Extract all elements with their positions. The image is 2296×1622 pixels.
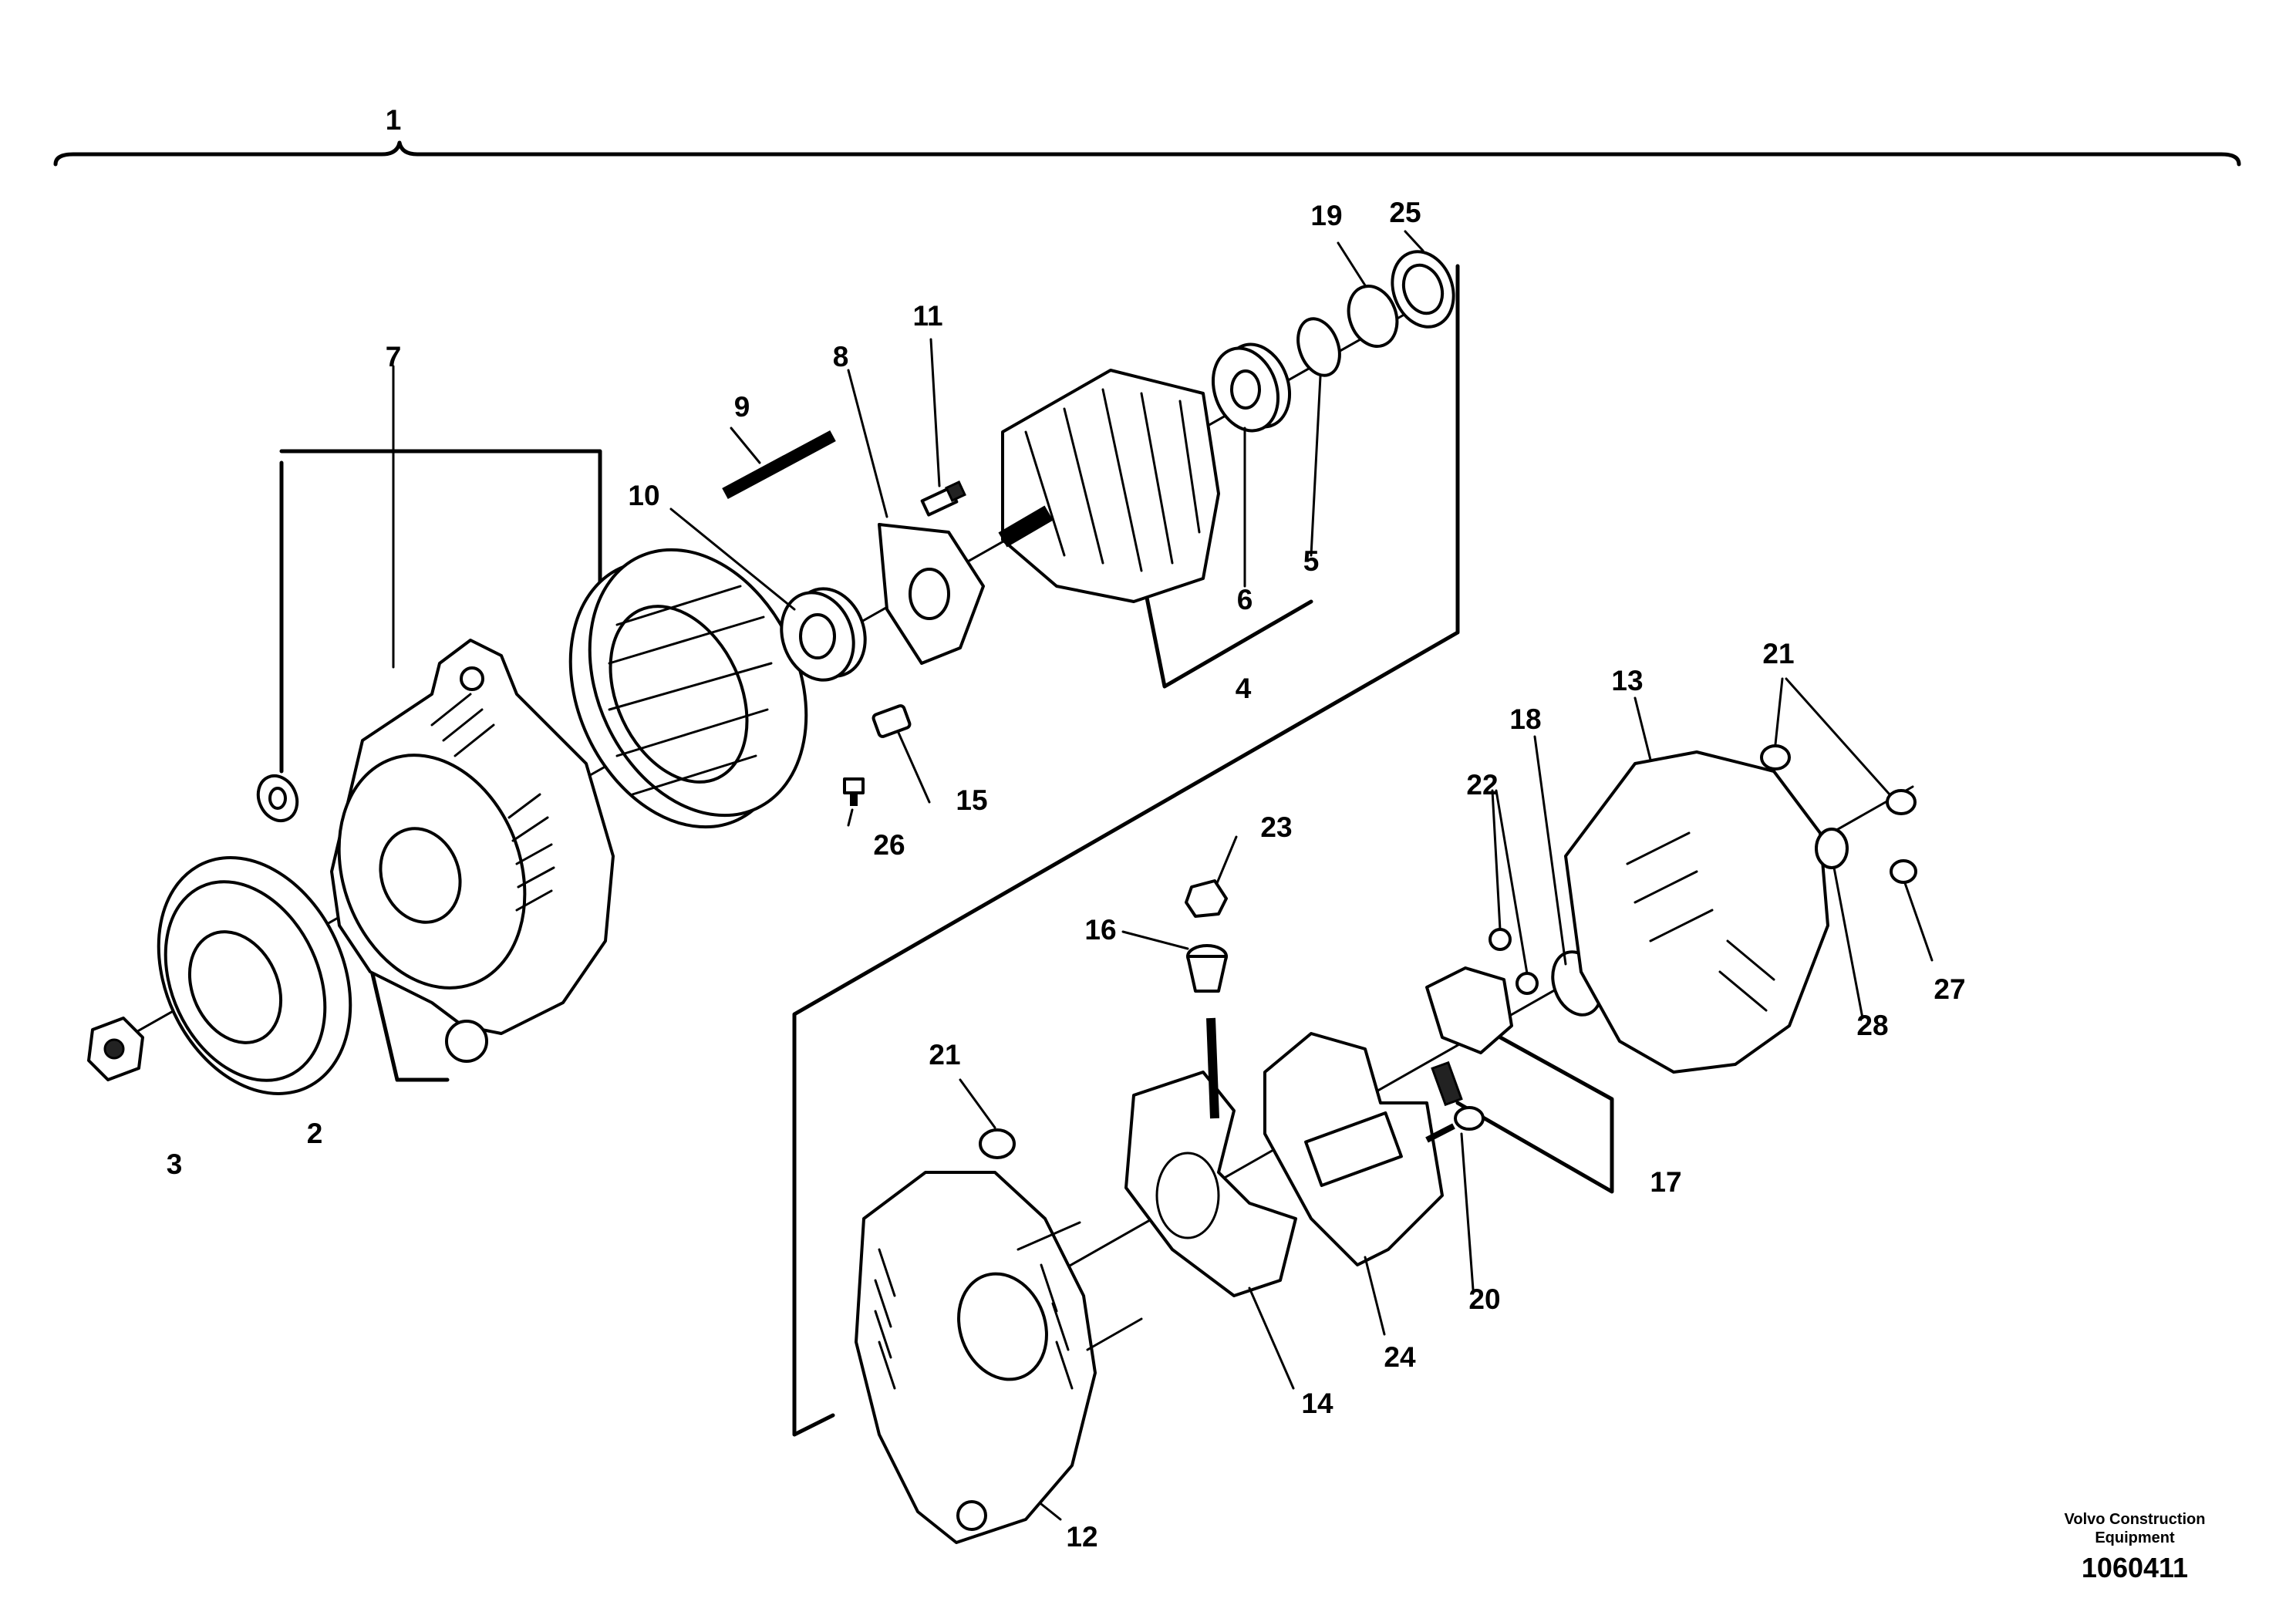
callout-17: 17 [1650,1166,1681,1198]
drive-end-frame [330,639,615,1063]
nut-upper-1 [1760,744,1791,771]
callout-18: 18 [1509,703,1541,735]
callout-3: 3 [167,1148,183,1180]
callout-24: 24 [1384,1341,1416,1373]
rear-bearing [1211,342,1292,433]
insulator [1186,944,1228,993]
callout-27: 27 [1934,973,1965,1005]
callout-6: 6 [1237,584,1253,615]
leader-lines [392,230,1934,1521]
bearing-cover [1296,317,1341,377]
front-bearing [780,587,867,682]
callout-26: 26 [873,829,905,861]
callout-1: 1 [386,104,402,136]
part17-bracket [1455,1016,1614,1194]
part4-bracket [1139,568,1313,689]
pulley [157,856,352,1095]
group-frame [792,264,1460,1437]
callout-23: 23 [1260,811,1292,843]
callout-22: 22 [1466,769,1498,801]
callout-25: 25 [1389,197,1421,228]
spacer-ring [1347,285,1399,348]
cover-bolt [1890,859,1917,884]
company-credit: Volvo Construction Equipment [2064,1511,2206,1546]
callout-14: 14 [1301,1388,1333,1419]
terminal-insulator [1815,828,1849,869]
plate-screw [920,481,966,517]
rear-frame [855,1171,1143,1544]
through-bolt [722,430,836,500]
callout-5: 5 [1303,545,1320,577]
assembly-bracket [53,140,2241,167]
regulator-screw [1425,1106,1485,1143]
rear-cover [1564,750,1829,1074]
callout-12: 12 [1066,1521,1097,1553]
retainer-plate [878,523,985,665]
callout-11: 11 [912,300,942,332]
callout-8: 8 [833,341,849,373]
callout-16: 16 [1084,914,1116,946]
terminal-nut [1185,879,1228,918]
callout-20: 20 [1468,1283,1500,1315]
spacer-washer [256,774,299,823]
callout-19: 19 [1310,200,1342,231]
callout-7: 7 [386,341,402,373]
nut-lower [979,1128,1016,1159]
callout-15: 15 [956,784,987,816]
brush-holder [1425,966,1513,1107]
rotor [998,369,1220,603]
callout-13: 13 [1611,665,1643,696]
callout-21-lower: 21 [929,1039,960,1071]
brush-screws [1489,928,1539,995]
callout-10: 10 [628,480,659,511]
regulator [1263,1032,1444,1266]
callout-2: 2 [307,1118,323,1149]
stator [568,548,808,829]
callout-9: 9 [734,391,750,423]
stator-screw [843,777,865,806]
rectifier [1124,1017,1297,1297]
callout-28: 28 [1856,1010,1888,1041]
seal-ring [1391,250,1455,329]
nut-upper-2 [1886,789,1917,815]
drawing-number: 1060411 [2081,1552,2189,1583]
callout-4: 4 [1236,673,1252,704]
part7-bracket [279,449,602,1082]
pulley-nut [87,1017,144,1081]
terminal-clip [872,704,912,738]
callout-21-upper: 21 [1762,638,1794,669]
